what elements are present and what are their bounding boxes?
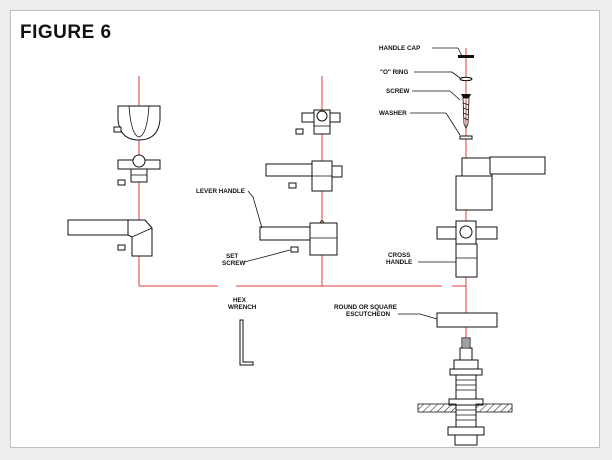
set-screw-leader xyxy=(243,249,291,263)
cross-handle-label: HANDLE xyxy=(386,259,412,266)
hex-wrench-label: WRENCH xyxy=(228,304,257,311)
screw-label: SCREW xyxy=(386,88,409,95)
set-screw-label: SET xyxy=(226,253,238,260)
cross-handle-part xyxy=(436,220,498,278)
set-screw-part xyxy=(288,182,297,189)
left-lever-handle xyxy=(67,219,153,257)
washer-part xyxy=(459,135,473,140)
set-screw-label: SCREW xyxy=(222,260,245,267)
lever-handle-label: LEVER HANDLE xyxy=(196,188,245,195)
o-ring-label: "O" RING xyxy=(380,69,408,76)
center-lines xyxy=(138,48,467,445)
set-screw-part xyxy=(117,244,126,251)
hex-wrench-label: HEX xyxy=(233,297,247,304)
valve-stem-assembly xyxy=(447,337,485,446)
figure-title: FIGURE 6 xyxy=(20,22,112,43)
screw-part xyxy=(461,94,471,129)
middle-cross-handle-top xyxy=(301,109,341,135)
lever-handle-leader xyxy=(247,190,263,229)
cross-handle-label: CROSS xyxy=(388,252,410,259)
wall-section xyxy=(417,403,513,413)
handle-cap-label: HANDLE CAP xyxy=(379,45,420,52)
handle-cap-part xyxy=(458,55,474,58)
left-handle-cap-cup xyxy=(117,105,161,141)
left-cross-hub xyxy=(117,154,161,183)
escutcheon-label: ROUND OR SQUARE xyxy=(334,304,397,311)
set-screw-part xyxy=(290,246,299,253)
middle-lever-hub xyxy=(265,160,343,192)
set-screw-part xyxy=(113,126,122,133)
escutcheon-label: ESCUTCHEON xyxy=(346,311,391,318)
set-screw-part xyxy=(117,179,126,186)
escutcheon-part xyxy=(436,312,498,328)
middle-lever-handle xyxy=(259,220,338,256)
o-ring-part xyxy=(459,76,473,82)
washer-label: WASHER xyxy=(379,110,407,117)
set-screw-part xyxy=(295,128,304,135)
right-lever-handle xyxy=(455,156,546,211)
hex-wrench-part xyxy=(239,319,254,366)
escutcheon-leader xyxy=(398,313,438,320)
